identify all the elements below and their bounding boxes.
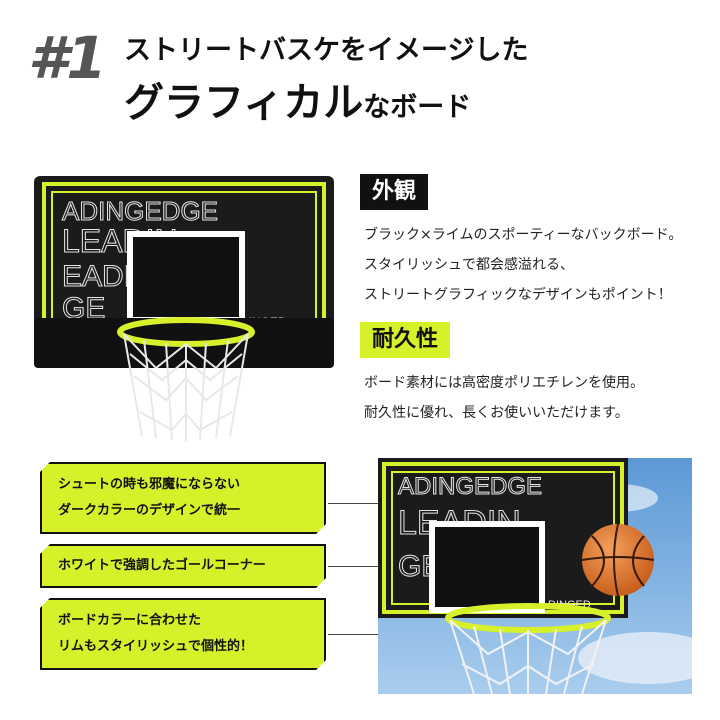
net <box>123 333 249 441</box>
callout-line: ダークカラーのデザインで統一 <box>58 503 241 518</box>
callout-white-corner: ホワイトで強調したゴールコーナー <box>40 544 326 588</box>
target-square <box>127 231 245 323</box>
durability-description: ボード素材には高密度ポリエチレンを使用。 耐久性に優れ、長くお使いいただけます。 <box>364 368 644 428</box>
backboard-illustration: ADINGEDGE LEADIN EADING GE DINGED <box>34 176 334 441</box>
title-line-1: ストリートバスケをイメージした <box>124 35 529 66</box>
callout-line: シュートの時も邪魔にならない <box>58 477 241 492</box>
appearance-line: ブラック×ライムのスポーティーなバックボード。 <box>364 227 683 243</box>
appearance-line: ストリートグラフィックなデザインもポイント！ <box>364 287 672 303</box>
callout-connector <box>328 503 408 504</box>
detail-photo: ADINGEDGE LEADIN GE DINGED <box>378 458 692 694</box>
appearance-description: ブラック×ライムのスポーティーなバックボード。 スタイリッシュで都会感溢れる、 … <box>364 220 682 310</box>
callout-line: ボードカラーに合わせた <box>58 613 202 628</box>
basketball <box>582 524 654 596</box>
callout-line: リムもスタイリッシュで個性的！ <box>58 639 254 654</box>
appearance-line: スタイリッシュで都会感溢れる、 <box>364 257 574 273</box>
durability-line: ボード素材には高密度ポリエチレンを使用。 <box>364 375 644 391</box>
appearance-label: 外観 <box>360 174 429 210</box>
durability-label: 耐久性 <box>360 322 451 358</box>
title-line-2: グラフィカルなボード <box>124 70 471 128</box>
callout-line: ホワイトで強調したゴールコーナー <box>58 558 266 573</box>
title-suffix: なボード <box>363 92 472 123</box>
board-text-row: ADINGEDGE <box>62 196 218 226</box>
photo-board-text: ADINGEDGE <box>398 473 542 500</box>
title-emphasis: グラフィカル <box>124 80 364 126</box>
section-number: #1 <box>28 24 107 92</box>
durability-line: 耐久性に優れ、長くお使いいただけます。 <box>364 405 629 421</box>
callout-dark-design: シュートの時も邪魔にならない ダークカラーのデザインで統一 <box>40 462 326 534</box>
callout-rim: ボードカラーに合わせた リムもスタイリッシュで個性的！ <box>40 598 326 670</box>
